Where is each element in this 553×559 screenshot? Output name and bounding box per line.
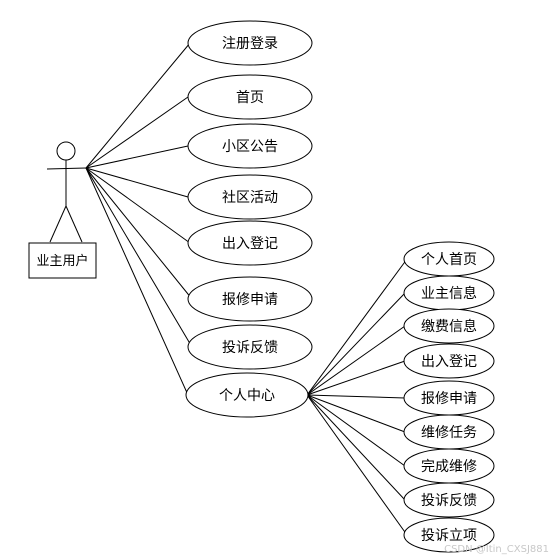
use-case-label: 业主信息 xyxy=(421,285,477,302)
use-case-label: 出入登记 xyxy=(421,354,477,370)
use-case-label: 投诉反馈 xyxy=(222,340,278,356)
use-case-label: 投诉反馈 xyxy=(421,493,477,509)
use-case-label: 投诉立项 xyxy=(421,528,477,544)
use-case-home xyxy=(187,74,313,120)
use-case-label: 个人首页 xyxy=(421,252,477,268)
association-line xyxy=(85,167,193,348)
actor-label-box xyxy=(28,242,97,279)
association-line xyxy=(306,258,408,396)
association-line xyxy=(306,292,406,396)
association-line xyxy=(85,167,191,244)
actor-associations xyxy=(85,42,193,396)
use-case-label: 社区活动 xyxy=(222,190,278,206)
use-case-label: 注册登录 xyxy=(222,36,278,52)
use-case-label: 报修申请 xyxy=(222,292,278,308)
association-line xyxy=(85,167,193,300)
use-case-complaint-feedback-sub xyxy=(403,482,495,518)
association-line xyxy=(306,394,406,433)
actor-left-leg xyxy=(49,205,67,243)
use-case-complaint-feedback xyxy=(187,324,313,370)
use-case-complaint-filing xyxy=(403,517,495,553)
use-case-label: 首页 xyxy=(236,90,264,106)
use-case-label: 小区公告 xyxy=(222,139,278,155)
use-case-payment-info xyxy=(403,308,495,344)
use-case-access-registration xyxy=(187,220,313,266)
use-case-label: 个人中心 xyxy=(219,388,275,404)
use-case-label: 缴费信息 xyxy=(421,318,477,335)
association-line xyxy=(306,394,406,501)
use-case-register-login xyxy=(187,20,313,66)
association-line xyxy=(306,325,406,396)
use-case-announcements xyxy=(187,123,313,169)
association-line xyxy=(85,145,189,169)
use-case-label: 完成维修 xyxy=(421,459,477,475)
association-line xyxy=(85,167,189,396)
actor-figure xyxy=(46,141,87,243)
use-case-personal-center xyxy=(185,372,309,418)
association-line xyxy=(306,394,406,467)
association-line xyxy=(306,394,406,399)
actor-head xyxy=(56,141,76,161)
watermark: CSDN @Itin_CXSJ881 xyxy=(444,544,549,555)
sub-associations xyxy=(306,258,408,536)
association-line xyxy=(85,96,189,169)
use-case-community-activities xyxy=(187,174,313,220)
sub-use-cases: 个人首页 业主信息 缴费信息 出入登记 报修申请 维修任务 完成维修 投诉反馈 … xyxy=(403,241,495,553)
association-line xyxy=(306,360,406,396)
use-case-label: 维修任务 xyxy=(421,425,477,441)
use-case-repair-request xyxy=(187,276,313,322)
association-line xyxy=(85,42,191,169)
use-case-access-registration-sub xyxy=(403,343,495,379)
actor-right-leg xyxy=(65,205,83,243)
use-case-label: 出入登记 xyxy=(222,236,278,252)
main-use-cases: 注册登录 首页 小区公告 社区活动 出入登记 报修申请 投诉反馈 个人中心 xyxy=(185,20,313,418)
actor-arms xyxy=(46,167,87,170)
association-line xyxy=(306,394,408,536)
use-case-label: 报修申请 xyxy=(421,391,477,407)
actor-label: 业主用户 xyxy=(36,253,88,269)
association-line xyxy=(85,167,189,198)
